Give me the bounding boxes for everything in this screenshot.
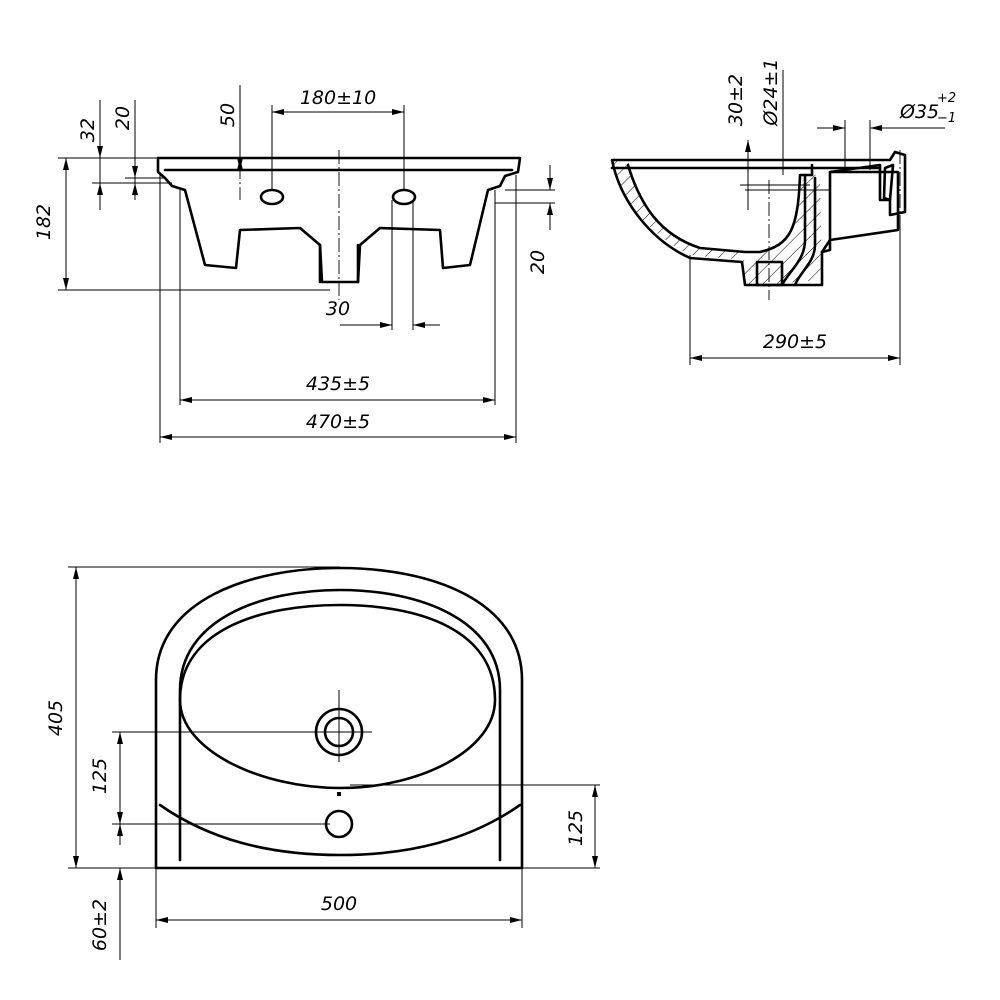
- dim-overflow-tol-upper: +2: [937, 91, 956, 106]
- tap-hole-right: [391, 188, 417, 206]
- top-view: 405 125 125 500 60±2: [45, 566, 600, 960]
- top-sink-outline: [154, 566, 524, 870]
- dim-125-right: 125: [565, 810, 587, 846]
- dim-20-top: 20: [112, 106, 134, 130]
- dim-tap-spacing: 180±10: [300, 87, 376, 109]
- dim-32: 32: [77, 118, 99, 142]
- bowl-outline: [178, 603, 497, 790]
- front-view: 32 20 50 180±10 182 20 30 435±5 470±5: [33, 85, 555, 443]
- dim-20-right: 20: [527, 250, 549, 274]
- dim-depth-405: 405: [45, 700, 67, 736]
- drain-outlet: [755, 260, 784, 287]
- side-section-view: 30±2 Ø24±1 Ø35 +2 −1 290±5: [610, 58, 956, 365]
- tap-hole-left: [259, 188, 285, 206]
- dim-125-left: 125: [89, 758, 111, 794]
- dim-depth: 290±5: [763, 331, 827, 353]
- dim-inner-width: 435±5: [306, 373, 370, 395]
- dim-outer-width: 470±5: [306, 411, 370, 433]
- side-bowl-section: [610, 150, 907, 287]
- dim-overflow-diameter: Ø35: [899, 101, 939, 123]
- dim-30: 30: [326, 298, 350, 320]
- dim-overflow-tol-lower: −1: [937, 111, 956, 126]
- dim-60: 60±2: [89, 899, 111, 951]
- dim-50: 50: [217, 103, 239, 127]
- dim-drain-diameter: Ø24±1: [760, 58, 782, 126]
- dim-height: 182: [33, 204, 55, 240]
- dim-30-2: 30±2: [725, 74, 747, 126]
- dim-width-500: 500: [321, 893, 357, 915]
